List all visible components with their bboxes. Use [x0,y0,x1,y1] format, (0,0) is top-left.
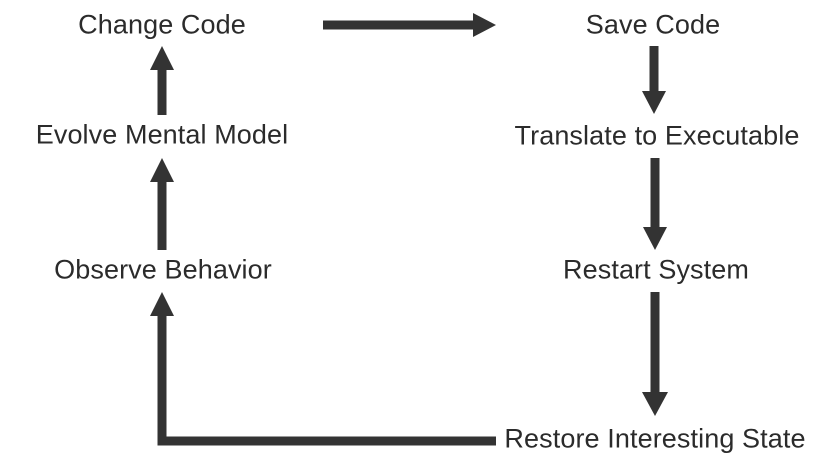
node-translate-to-executable: Translate to Executable [514,120,800,151]
edge-translate-to-restart-arrow [643,158,667,250]
edge-evolve-to-change-arrow [150,46,174,115]
node-change-code: Change Code [78,9,246,40]
node-restart-system: Restart System [563,254,749,285]
edge-observe-to-evolve-arrow [150,158,174,250]
edge-restart-to-restore-arrow [642,292,668,416]
edge-restore-to-observe-arrow [150,292,496,446]
edge-change-to-save-arrow [323,13,496,37]
node-restore-interesting-state: Restore Interesting State [504,423,806,454]
node-observe-behavior: Observe Behavior [54,254,272,285]
node-save-code: Save Code [585,9,721,40]
node-evolve-mental-model: Evolve Mental Model [35,119,289,150]
edge-save-to-translate-arrow [642,46,666,114]
